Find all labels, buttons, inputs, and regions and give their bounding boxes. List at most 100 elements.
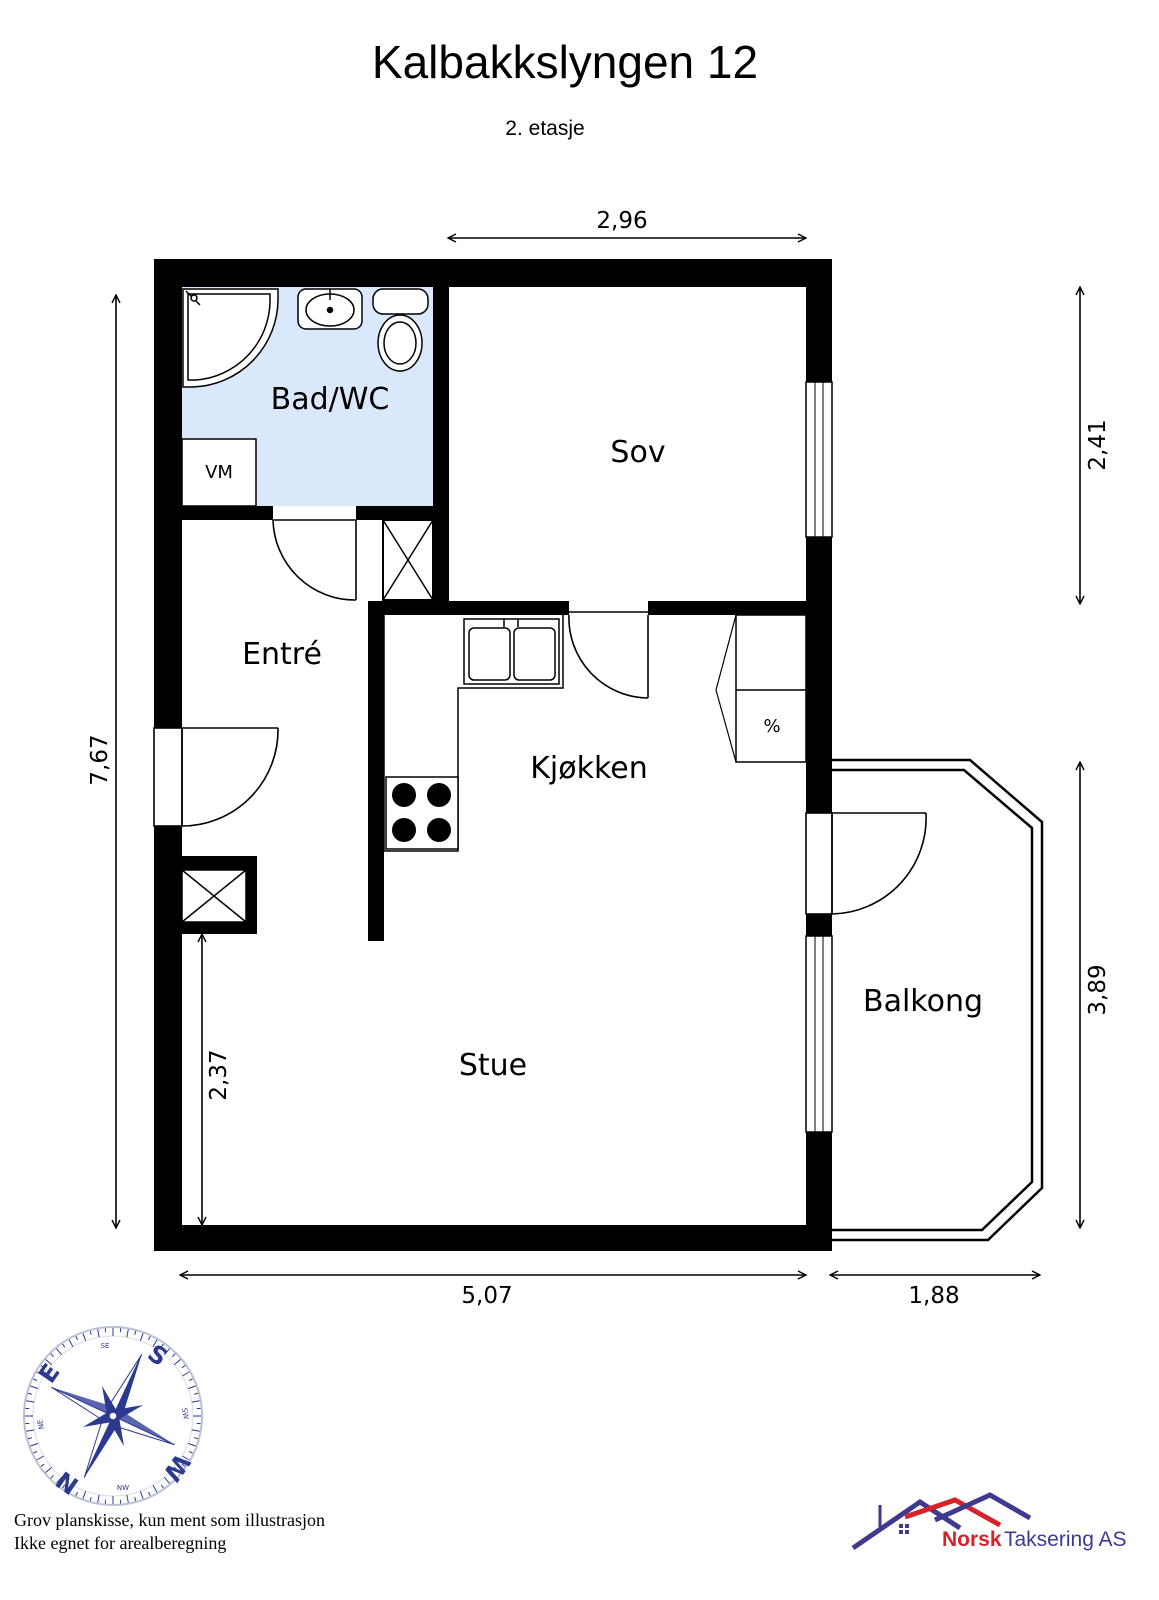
compass-tick — [148, 1336, 151, 1341]
compass-tick — [126, 1329, 129, 1338]
compass-tick — [36, 1455, 44, 1461]
compass-tick — [97, 1494, 100, 1503]
dim-balcony-width: 1,88 — [908, 1283, 959, 1309]
compass-tick — [62, 1484, 66, 1489]
room-label-entry: Entré — [242, 637, 322, 672]
balcony-railing — [832, 758, 1044, 1242]
floor-label: 2. etasje — [505, 117, 584, 140]
dimension-lines — [116, 238, 1080, 1275]
compass-tick — [82, 1491, 87, 1499]
shower — [182, 288, 279, 388]
dim-right-balcony: 3,89 — [1085, 964, 1111, 1015]
compass-tick — [50, 1353, 54, 1357]
compass-tick — [164, 1348, 170, 1356]
compass-tick — [181, 1365, 186, 1369]
room-label-kitchen: Kjøkken — [530, 751, 648, 786]
compass-tick — [30, 1385, 38, 1390]
bedroom-door — [568, 611, 649, 699]
compass-tick — [56, 1476, 62, 1484]
fridge-label: % — [763, 716, 780, 737]
compass-tick — [36, 1371, 44, 1377]
logo-brand: Norsk — [942, 1528, 1002, 1551]
compass-tick — [148, 1491, 151, 1496]
compass-tick — [40, 1365, 45, 1369]
compass-tick — [33, 1378, 38, 1381]
plan-title: Kalbakkslyngen 12 — [372, 36, 758, 88]
compass-rose: S W N E SE SW NW NE — [23, 1326, 203, 1506]
compass-tick — [75, 1336, 78, 1341]
compass-tick — [62, 1343, 66, 1348]
compass-tick — [172, 1475, 176, 1479]
compass-tick — [173, 1359, 181, 1365]
bathroom-door — [272, 519, 357, 601]
compass-tick — [126, 1494, 129, 1503]
toilet — [372, 288, 429, 372]
compass-se: SE — [101, 1342, 110, 1350]
window-bedroom — [805, 381, 833, 538]
compass-tick — [164, 1476, 170, 1484]
compass-tick — [181, 1463, 186, 1467]
compass-tick — [40, 1463, 45, 1467]
disclaimer-line-1: Grov planskisse, kun ment som illustrasj… — [14, 1510, 325, 1530]
compass-tick — [188, 1442, 196, 1447]
compass-tick — [194, 1437, 199, 1440]
compass-tick — [188, 1451, 193, 1454]
washing-machine: VM — [181, 438, 257, 507]
window-living — [805, 935, 833, 1133]
compass-tick — [152, 1485, 158, 1493]
compass-tick — [89, 1330, 92, 1335]
compass-tick — [160, 1343, 164, 1348]
balcony-door — [805, 812, 927, 915]
compass-tick — [27, 1392, 32, 1395]
compass-tick — [75, 1491, 78, 1496]
compass-tick — [26, 1400, 35, 1403]
room-label-balcony: Balkong — [863, 984, 983, 1019]
compass-tick — [45, 1359, 53, 1365]
kitchen-counter — [383, 615, 564, 852]
company-logo: Norsk Taksering AS — [851, 1492, 1127, 1551]
stove — [385, 776, 459, 850]
dim-top: 2,96 — [596, 208, 647, 234]
compass-tick — [188, 1385, 196, 1390]
disclaimer-line-2: Ikke egnet for arealberegning — [14, 1533, 226, 1553]
compass-tick — [26, 1429, 35, 1432]
compass-tick — [68, 1339, 74, 1347]
compass-tick — [82, 1333, 87, 1341]
room-label-living: Stue — [459, 1048, 527, 1083]
compass-tick — [173, 1467, 181, 1473]
shaft-box — [382, 519, 434, 601]
dim-left-total: 7,67 — [87, 734, 113, 785]
dim-right-bedroom: 2,41 — [1085, 419, 1111, 470]
compass-tick — [182, 1371, 190, 1377]
compass-tick — [27, 1437, 32, 1440]
kitchen-sink — [463, 618, 560, 685]
compass-ne: NE — [36, 1419, 46, 1430]
compass-tick — [139, 1491, 144, 1499]
washer-label: VM — [205, 462, 233, 483]
front-door — [153, 727, 279, 827]
compass-tick — [139, 1333, 144, 1341]
compass-tick — [68, 1485, 74, 1493]
dim-living-depth: 2,37 — [206, 1049, 232, 1100]
compass-tick — [188, 1378, 193, 1381]
compass-tick — [45, 1467, 53, 1473]
compass-tick — [172, 1353, 176, 1357]
compass-tick — [56, 1348, 62, 1356]
compass-tick — [152, 1339, 158, 1347]
compass-tick — [194, 1392, 199, 1395]
compass-sw: SW — [180, 1407, 190, 1420]
compass-tick — [50, 1475, 54, 1479]
compass-tick — [97, 1329, 100, 1338]
compass-tick — [30, 1442, 38, 1447]
compass-tick — [160, 1484, 164, 1489]
compass-tick — [134, 1330, 137, 1335]
room-label-bath: Bad/WC — [271, 382, 390, 417]
dim-bottom: 5,07 — [461, 1283, 512, 1309]
logo-text: Taksering AS — [1004, 1528, 1127, 1551]
compass-tick — [33, 1451, 38, 1454]
room-label-bedroom: Sov — [610, 435, 665, 470]
sink — [297, 288, 363, 330]
fridge: % — [715, 614, 807, 763]
compass-tick — [182, 1455, 190, 1461]
